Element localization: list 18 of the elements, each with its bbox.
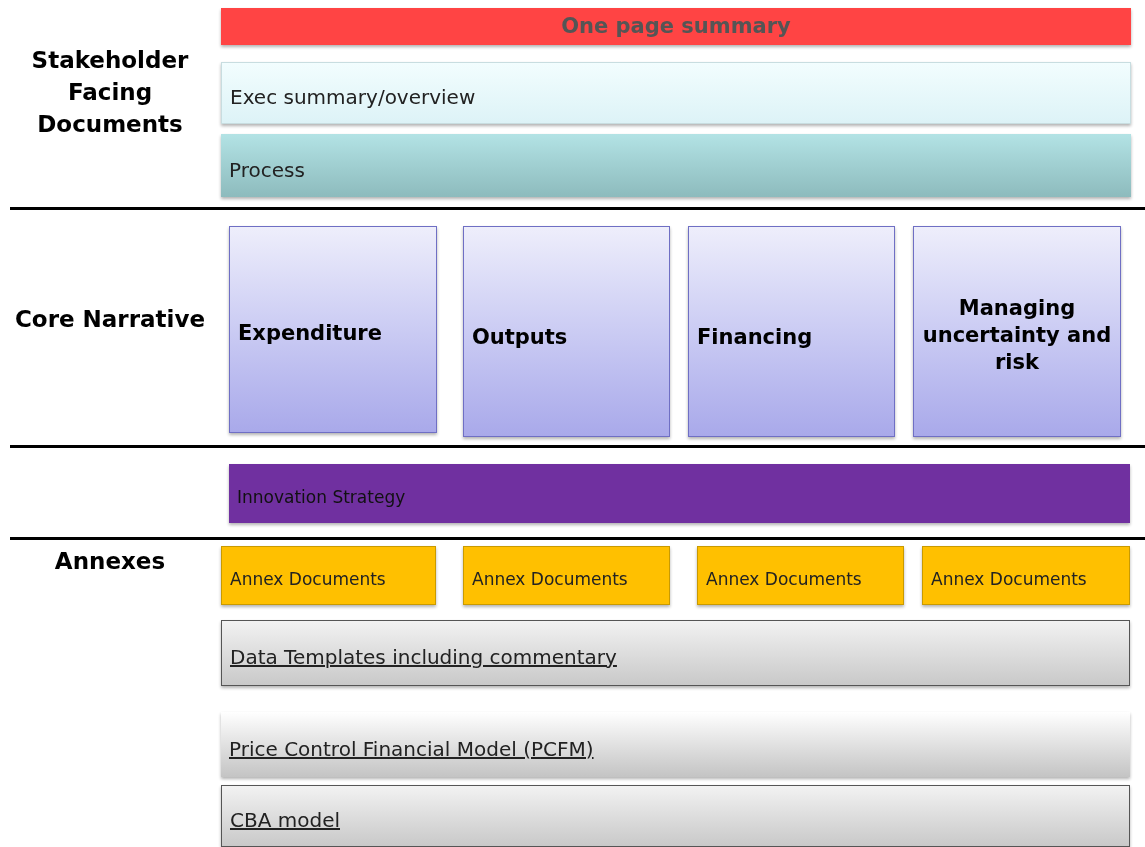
strategy-bar: Innovation Strategy: [229, 464, 1130, 523]
section-box: Financing: [688, 226, 895, 437]
annex-box: Annex Documents: [221, 546, 436, 605]
section-box: Outputs: [463, 226, 670, 437]
annex-box: Annex Documents: [697, 546, 904, 605]
section-bar: CBA model: [221, 785, 1130, 847]
annex-box: Annex Documents: [463, 546, 670, 605]
section-bar: Price Control Financial Model (PCFM): [221, 712, 1130, 777]
summary-bar: One page summary: [221, 8, 1131, 45]
section-bar: Process: [221, 134, 1131, 197]
section-bar: Exec summary/overview: [221, 62, 1131, 124]
section-heading: Stakeholder Facing Documents: [30, 46, 190, 139]
section-box: Managing uncertainty and risk: [913, 226, 1121, 437]
section-box: Expenditure: [229, 226, 437, 433]
section-heading: Core Narrative: [13, 305, 207, 334]
section-heading: Annexes: [53, 547, 167, 576]
section-bar: Data Templates including commentary: [221, 620, 1130, 686]
annex-box: Annex Documents: [922, 546, 1130, 605]
